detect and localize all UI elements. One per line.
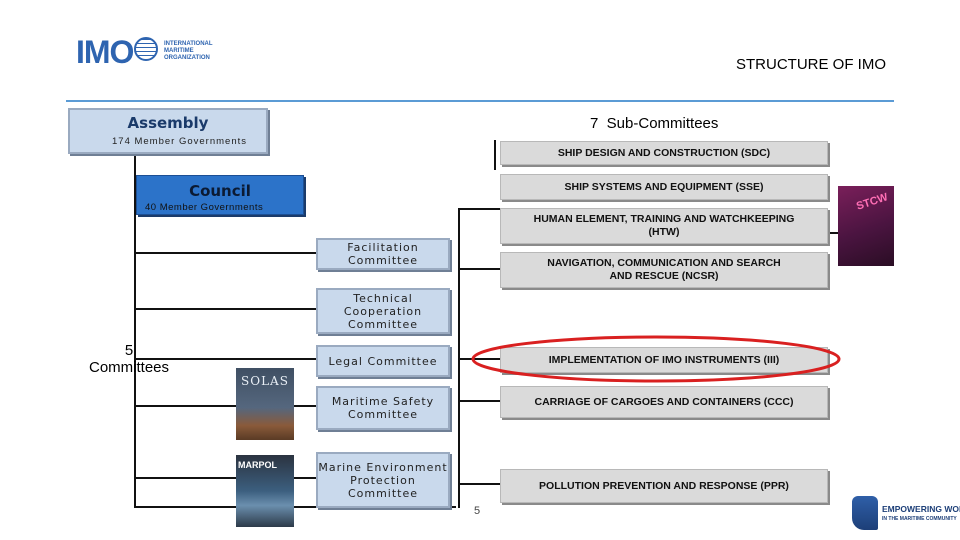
connector <box>494 140 496 170</box>
globe-icon <box>134 37 158 61</box>
committee-legal: Legal Committee <box>316 345 450 377</box>
page-number: 5 <box>474 505 481 517</box>
subcommittee-htw: HUMAN ELEMENT, TRAINING AND WATCHKEEPING… <box>500 208 828 244</box>
solas-book-cover: SOLAS <box>236 368 294 440</box>
stcw-cover-title: STCW <box>854 191 890 213</box>
committee-marine-environment: Marine Environment Protection Committee <box>316 452 450 508</box>
marpol-book-cover: MARPOL <box>236 455 294 527</box>
assembly-subtitle: 174 Member Governments <box>112 136 247 147</box>
logo-line: MARITIME <box>164 48 194 54</box>
connector <box>134 506 456 508</box>
subcommittee-sdc: SHIP DESIGN AND CONSTRUCTION (SDC) <box>500 141 828 165</box>
logo-line: INTERNATIONAL <box>164 41 213 47</box>
connector <box>820 232 842 234</box>
subcommittee-iii: IMPLEMENTATION OF IMO INSTRUMENTS (III) <box>500 347 828 373</box>
connector <box>134 358 316 360</box>
subcommittees-header: 7 Sub-Committees <box>590 115 719 132</box>
council-box: Council 40 Member Governments <box>136 175 304 215</box>
subcommittee-sse: SHIP SYSTEMS AND EQUIPMENT (SSE) <box>500 174 828 200</box>
footer-logo-line1: EMPOWERING WOMEN <box>882 504 960 514</box>
connector <box>134 405 316 407</box>
connector <box>458 483 500 485</box>
connector <box>134 477 316 479</box>
stcw-book-cover: STCW <box>838 186 894 266</box>
empowering-women-logo: EMPOWERING WOMEN IN THE MARITIME COMMUNI… <box>852 494 960 534</box>
marpol-cover-title: MARPOL <box>238 460 277 470</box>
connector <box>458 400 500 402</box>
connector <box>458 208 500 210</box>
connector <box>458 268 500 270</box>
header-divider <box>66 100 894 102</box>
connector <box>134 210 137 212</box>
connector <box>458 358 500 360</box>
committee-facilitation: Facilitation Committee <box>316 238 450 270</box>
solas-cover-title: SOLAS <box>241 374 289 388</box>
connector <box>134 252 316 254</box>
assembly-box: Assembly 174 Member Governments <box>68 108 268 154</box>
imo-logo-mark: IMO <box>76 34 134 70</box>
committees-count-label: 5 Committees <box>88 342 170 376</box>
page-title: STRUCTURE OF IMO <box>736 56 886 73</box>
council-title: Council <box>189 182 251 200</box>
logo-line: ORGANIZATION <box>164 55 210 61</box>
highlight-ellipse <box>471 335 841 383</box>
connector <box>134 152 136 507</box>
committee-maritime-safety: Maritime Safety Committee <box>316 386 450 430</box>
imo-logo-text: INTERNATIONAL MARITIME ORGANIZATION <box>164 41 213 62</box>
committee-technical-cooperation: Technical Cooperation Committee <box>316 288 450 334</box>
council-subtitle: 40 Member Governments <box>145 202 264 213</box>
subcommittee-ppr: POLLUTION PREVENTION AND RESPONSE (PPR) <box>500 469 828 503</box>
ship-icon <box>852 496 878 530</box>
subcommittee-ccc: CARRIAGE OF CARGOES AND CONTAINERS (CCC) <box>500 386 828 418</box>
subcommittee-ncsr: NAVIGATION, COMMUNICATION AND SEARCH AND… <box>500 252 828 288</box>
connector <box>134 308 316 310</box>
imo-logo: IMO INTERNATIONAL MARITIME ORGANIZATION <box>76 34 221 70</box>
assembly-title: Assembly <box>127 114 209 132</box>
footer-logo-line2: IN THE MARITIME COMMUNITY <box>882 516 957 522</box>
